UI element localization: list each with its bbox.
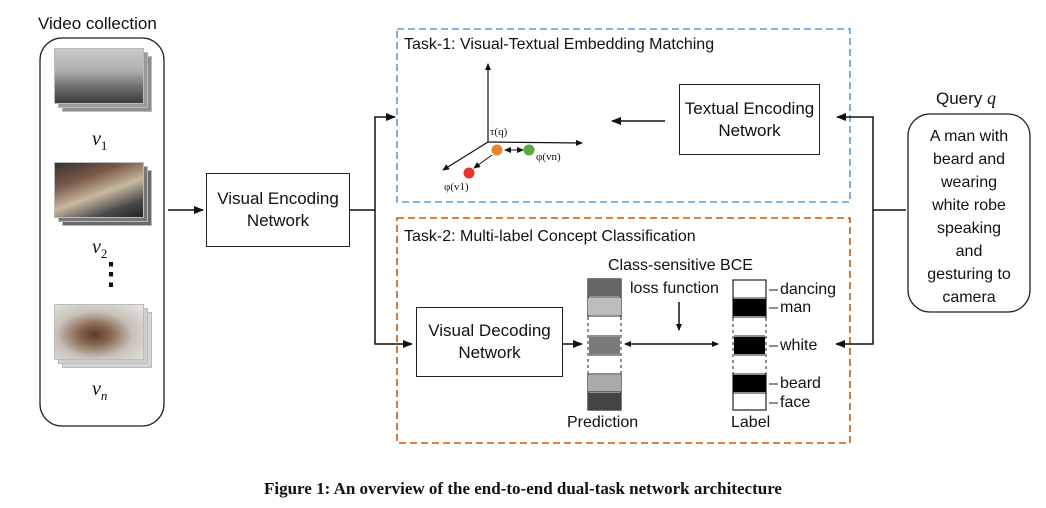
- query-title: Query q: [936, 88, 997, 108]
- embed-dot-phi-n: [523, 144, 535, 156]
- video-label-n: vn: [92, 378, 108, 403]
- embed-label-tau: τ(q): [490, 126, 508, 138]
- concept-face: face: [780, 394, 811, 411]
- query-text: A man with beard and wearing white robe …: [927, 128, 1011, 306]
- prediction-cell: [588, 279, 621, 296]
- label-column: [732, 279, 778, 411]
- label-cell: [733, 299, 766, 316]
- task2-frame: [396, 217, 851, 444]
- embed-label-phi-n: φ(vn): [536, 151, 561, 163]
- label-cell: [733, 337, 766, 354]
- task2-title: Task-2: Multi-label Concept Classificati…: [404, 228, 696, 245]
- bce-loss-line1: Class-sensitive BCE: [608, 257, 753, 274]
- embed-axis-x: [487, 139, 583, 146]
- figure-caption: Figure 1: An overview of the end-to-end …: [264, 479, 782, 498]
- video-ellipsis: ⋮: [96, 258, 126, 291]
- embed-dot-tau: [491, 144, 503, 156]
- arrow-query-to-label: [835, 210, 874, 348]
- embed-label-phi-1: φ(v1): [444, 181, 469, 193]
- prediction-cell: [588, 337, 621, 354]
- prediction-cell: [588, 393, 621, 410]
- label-cell: [733, 375, 766, 392]
- concept-man: man: [780, 299, 812, 316]
- bce-loss-line2: loss function: [630, 280, 719, 297]
- video-label-1: v1: [92, 128, 108, 153]
- arrow-query-to-textual: [836, 113, 874, 210]
- arrow-encoder-to-task1: [374, 113, 396, 210]
- prediction-column: [587, 278, 622, 411]
- prediction-cell: [588, 298, 621, 315]
- video-label-2: v2: [92, 236, 108, 261]
- label-column-title: Label: [731, 414, 771, 431]
- task1-title: Task-1: Visual-Textual Embedding Matchin…: [404, 36, 715, 53]
- embed-axis-z: [442, 141, 489, 171]
- query-frame: [907, 113, 1031, 313]
- video-collection-frame: [39, 37, 165, 427]
- concept-white: white: [780, 337, 818, 354]
- video-collection-title: Video collection: [38, 14, 157, 33]
- concept-dancing: dancing: [780, 281, 837, 298]
- prediction-cell: [588, 375, 621, 392]
- embed-tau-to-phi1: [473, 154, 493, 169]
- prediction-label: Prediction: [567, 414, 639, 431]
- task1-frame: [396, 28, 851, 203]
- embed-dot-phi-1: [463, 167, 475, 179]
- concept-beard: beard: [780, 375, 821, 392]
- arrow-encoder-to-decoder: [374, 210, 413, 348]
